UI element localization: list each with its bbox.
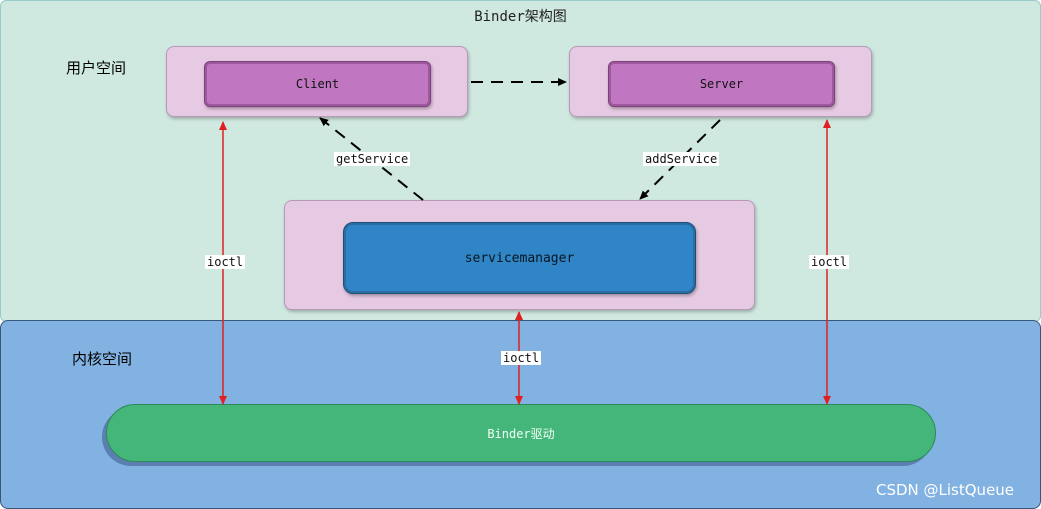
add-service-label: addService xyxy=(643,152,720,166)
client-node: Client xyxy=(204,61,431,107)
client-label: Client xyxy=(295,77,340,91)
ioctl-server-label: ioctl xyxy=(809,255,850,269)
ioctl-servicemanager-label: ioctl xyxy=(501,351,542,365)
server-node: Server xyxy=(608,61,835,107)
binder-driver-label: Binder驱动 xyxy=(487,426,555,441)
get-service-label: getService xyxy=(334,152,411,166)
user-space-label: 用户空间 xyxy=(66,59,127,77)
servicemanager-node: servicemanager xyxy=(343,222,696,294)
watermark: CSDN @ListQueue xyxy=(876,481,1015,499)
server-label: Server xyxy=(699,77,744,91)
servicemanager-label: servicemanager xyxy=(464,250,575,266)
binder-driver-node: Binder驱动 xyxy=(106,404,936,462)
ioctl-client-label: ioctl xyxy=(205,255,246,269)
diagram-title: Binder架构图 xyxy=(474,9,567,25)
kernel-space-label: 内核空间 xyxy=(72,350,133,368)
